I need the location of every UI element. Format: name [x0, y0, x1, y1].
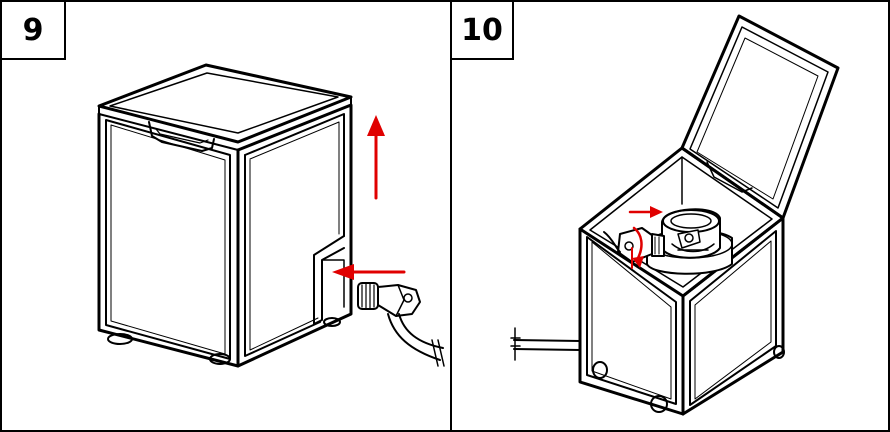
step-9-panel: 9: [0, 0, 452, 432]
hose-external: [510, 327, 581, 361]
gas-cylinder: [603, 208, 733, 275]
step-9-illustration: [97, 63, 445, 368]
step-10-illustration: [510, 14, 840, 416]
step-9-number: 9: [2, 2, 66, 60]
direction-arrows: [332, 115, 406, 280]
cabinet-open: [578, 146, 785, 416]
rotation-arrows: [628, 206, 663, 269]
open-lid: [680, 14, 840, 220]
cabinet-closed: [97, 63, 353, 368]
step-10-panel: 10: [450, 0, 890, 432]
hose-connector: [357, 282, 445, 367]
step-10-number: 10: [452, 2, 514, 60]
